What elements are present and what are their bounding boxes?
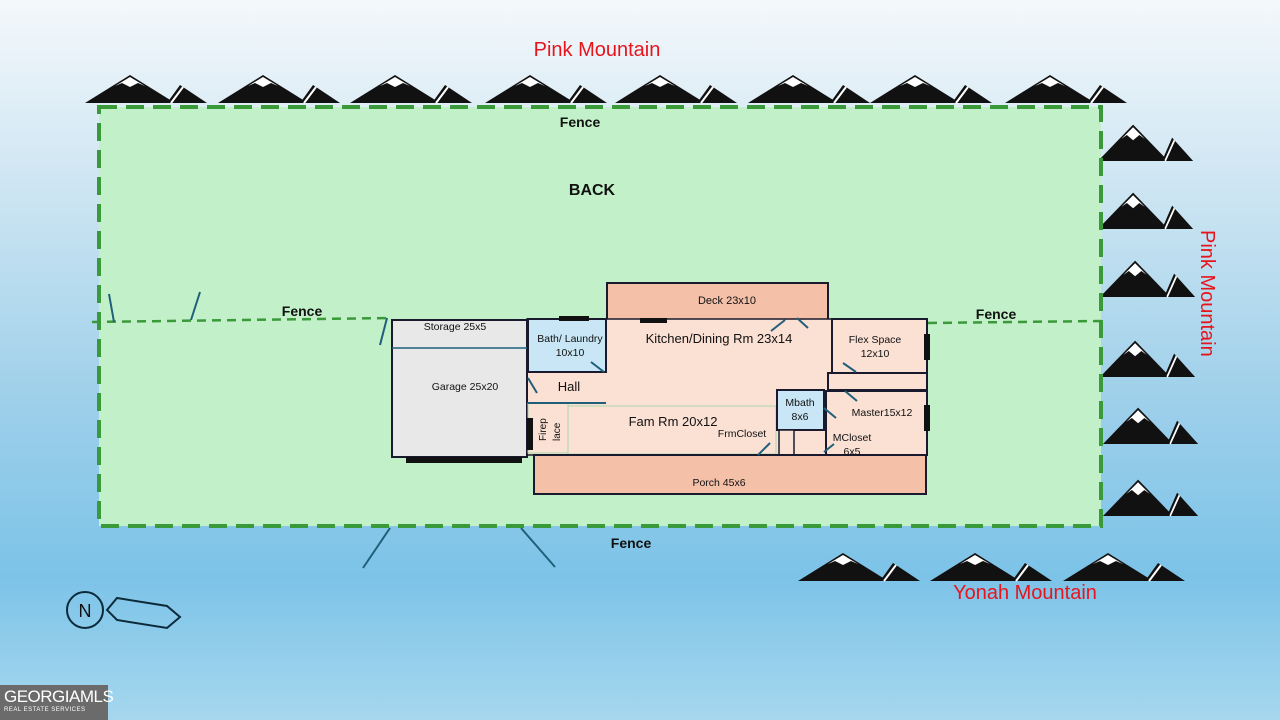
mountain-icon [1098, 339, 1197, 379]
house-floor-plan: Deck 23x10 Storage 25x5 Bath/ Laundry 10… [391, 282, 930, 495]
north-compass: N [66, 591, 182, 630]
mountain-icon [614, 74, 738, 104]
mountain-icon [217, 74, 341, 104]
fence-label-right: Fence [976, 306, 1017, 322]
flex-closet [827, 372, 928, 391]
mbath-label-2: 8x6 [792, 411, 809, 423]
deck-label: Deck 23x10 [698, 295, 756, 307]
mountain-icon [84, 74, 208, 104]
right-mountain-range [1096, 123, 1200, 518]
mountain-icon [869, 74, 993, 104]
mountain-icon [1004, 74, 1128, 104]
logo-main-text: GEORGIAMLS [4, 687, 114, 706]
porch-room [533, 454, 927, 495]
door-swing [527, 377, 538, 394]
master-room [825, 390, 928, 456]
door-swing [590, 361, 605, 373]
bottom-mountain-range [797, 552, 1186, 582]
gate-mark [108, 293, 115, 323]
mountain-icon [1098, 259, 1197, 299]
door-swing [823, 407, 837, 419]
bath-laundry-label-2: 10x10 [556, 347, 585, 359]
door-swing [823, 443, 835, 453]
garage-label: Garage 25x20 [432, 381, 499, 393]
georgia-mls-logo: GEORGIAMLS REAL ESTATE SERVICES [0, 685, 114, 720]
top-mountain-label: Pink Mountain [534, 39, 661, 61]
mountain-icon [484, 74, 608, 104]
fireplace-label-2: lace [552, 422, 563, 441]
mountain-icon [1096, 123, 1195, 163]
fireplace-hearth [527, 418, 533, 450]
fence-label-front: Fence [611, 535, 652, 551]
door-swing [844, 390, 858, 402]
mbath-label-1: Mbath [785, 397, 814, 409]
right-mountain-label: Pink Mountain [1196, 230, 1218, 357]
door-swing [757, 442, 771, 456]
mountain-icon [1101, 406, 1200, 446]
mountain-icon [349, 74, 473, 104]
flex-space-label-2: 12x10 [861, 348, 890, 360]
door-swing [796, 317, 809, 329]
kitchen-dining-label: Kitchen/Dining Rm 23x14 [646, 331, 793, 346]
gate-mark [190, 291, 201, 321]
storage-label: Storage 25x5 [424, 321, 487, 333]
mbath-room [776, 389, 825, 431]
master-label: Master15x12 [852, 407, 913, 419]
hall-label: Hall [558, 379, 581, 394]
fence-label-left: Fence [282, 303, 323, 319]
mountain-icon [797, 552, 921, 582]
frm-closet [778, 429, 795, 456]
window-mark [640, 318, 667, 323]
north-label: N [79, 601, 92, 621]
mountain-icon [1062, 552, 1186, 582]
window-mark [924, 334, 930, 360]
bottom-mountain-label: Yonah Mountain [953, 582, 1097, 604]
window-mark [559, 316, 589, 321]
back-label: BACK [569, 182, 616, 199]
bath-laundry-label-1: Bath/ Laundry [537, 333, 603, 345]
fence-label-back: Fence [560, 114, 601, 130]
door-swing [842, 362, 857, 373]
window-mark [924, 405, 930, 431]
mountain-icon [1101, 478, 1200, 518]
garage-door-mark [406, 457, 522, 463]
mcloset-label-2: 6x5 [844, 446, 861, 458]
deck-room [606, 282, 829, 322]
side-fence-left [91, 316, 393, 324]
compass-circle-icon [66, 591, 104, 629]
mountain-icon [1096, 191, 1195, 231]
fireplace-label-1: Firep [538, 418, 549, 441]
driveway-line [520, 527, 556, 568]
flex-space-label-1: Flex Space [849, 334, 902, 346]
north-arrow-icon [105, 596, 182, 630]
logo-sub-text: REAL ESTATE SERVICES [4, 707, 86, 713]
door-swing [770, 319, 786, 332]
mcloset-label-1: MCloset [833, 432, 872, 444]
mountain-icon [929, 552, 1053, 582]
top-mountain-range [84, 74, 1128, 104]
gate-mark [379, 317, 388, 346]
fam-rm-label: Fam Rm 20x12 [629, 414, 718, 429]
frm-closet-label: FrmCloset [718, 428, 767, 440]
mountain-icon [747, 74, 871, 104]
garage-room [391, 319, 528, 458]
driveway-line [362, 527, 391, 569]
porch-label: Porch 45x6 [692, 477, 745, 489]
